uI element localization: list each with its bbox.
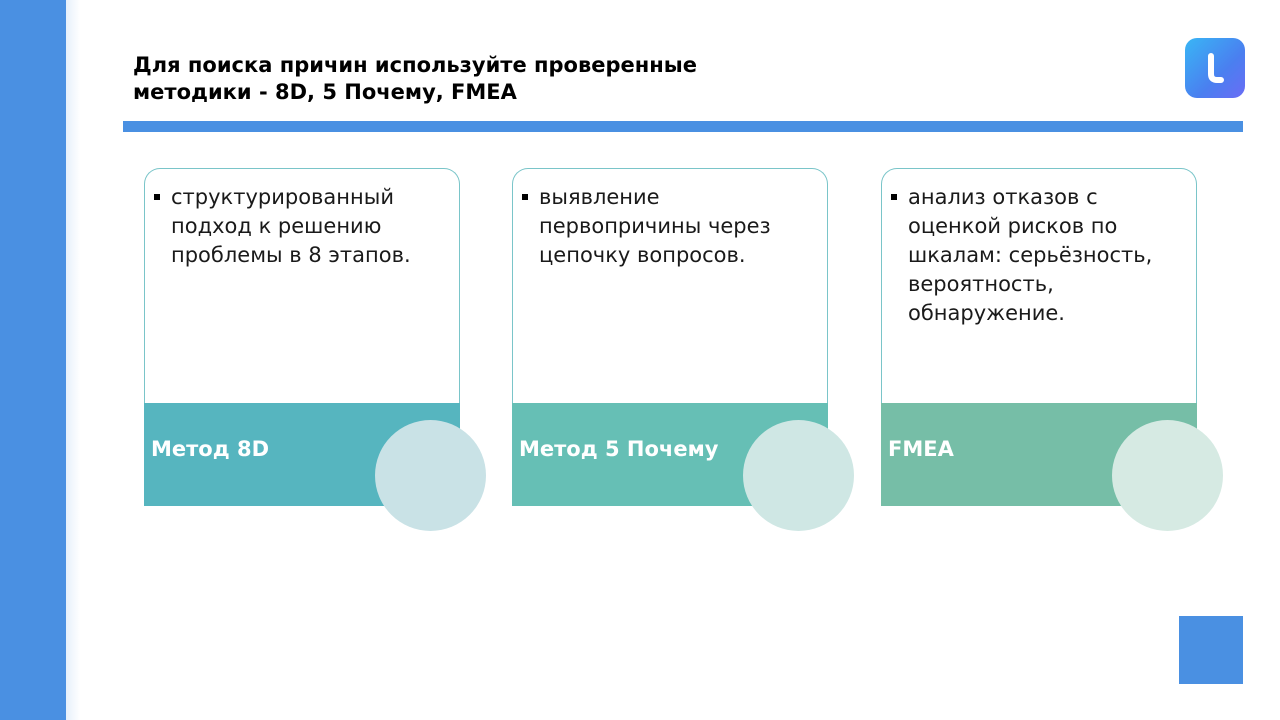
card-description: анализ отказов с оценкой рисков по шкала… <box>908 185 1153 325</box>
card-method-5-why: выявление первопричины через цепочку воп… <box>512 168 854 531</box>
decorative-circle <box>1112 420 1223 531</box>
card-label: FMEA <box>888 437 954 461</box>
card-body: выявление первопричины через цепочку воп… <box>512 168 828 403</box>
left-accent-bar <box>0 0 66 720</box>
slide-title-line-2: методики - 8D, 5 Почему, FMEA <box>133 80 517 104</box>
square-bullet-icon <box>522 194 528 200</box>
left-bar-shadow <box>66 0 80 720</box>
logo-icon <box>1185 38 1245 98</box>
card-body: структурированный подход к решению пробл… <box>144 168 460 403</box>
card-label: Метод 8D <box>151 437 270 461</box>
card-description: структурированный подход к решению пробл… <box>171 185 411 267</box>
slide-title: Для поиска причин используйте проверенны… <box>133 52 833 106</box>
corner-accent-square <box>1179 616 1243 684</box>
card-fmea: анализ отказов с оценкой рисков по шкала… <box>881 168 1223 531</box>
card-method-8d: структурированный подход к решению пробл… <box>144 168 486 531</box>
square-bullet-icon <box>891 194 897 200</box>
slide-title-line-1: Для поиска причин используйте проверенны… <box>133 53 698 77</box>
card-description: выявление первопричины через цепочку воп… <box>539 185 771 267</box>
square-bullet-icon <box>154 194 160 200</box>
card-label: Метод 5 Почему <box>519 437 719 461</box>
title-underline <box>123 121 1243 132</box>
card-body: анализ отказов с оценкой рисков по шкала… <box>881 168 1197 403</box>
decorative-circle <box>743 420 854 531</box>
decorative-circle <box>375 420 486 531</box>
